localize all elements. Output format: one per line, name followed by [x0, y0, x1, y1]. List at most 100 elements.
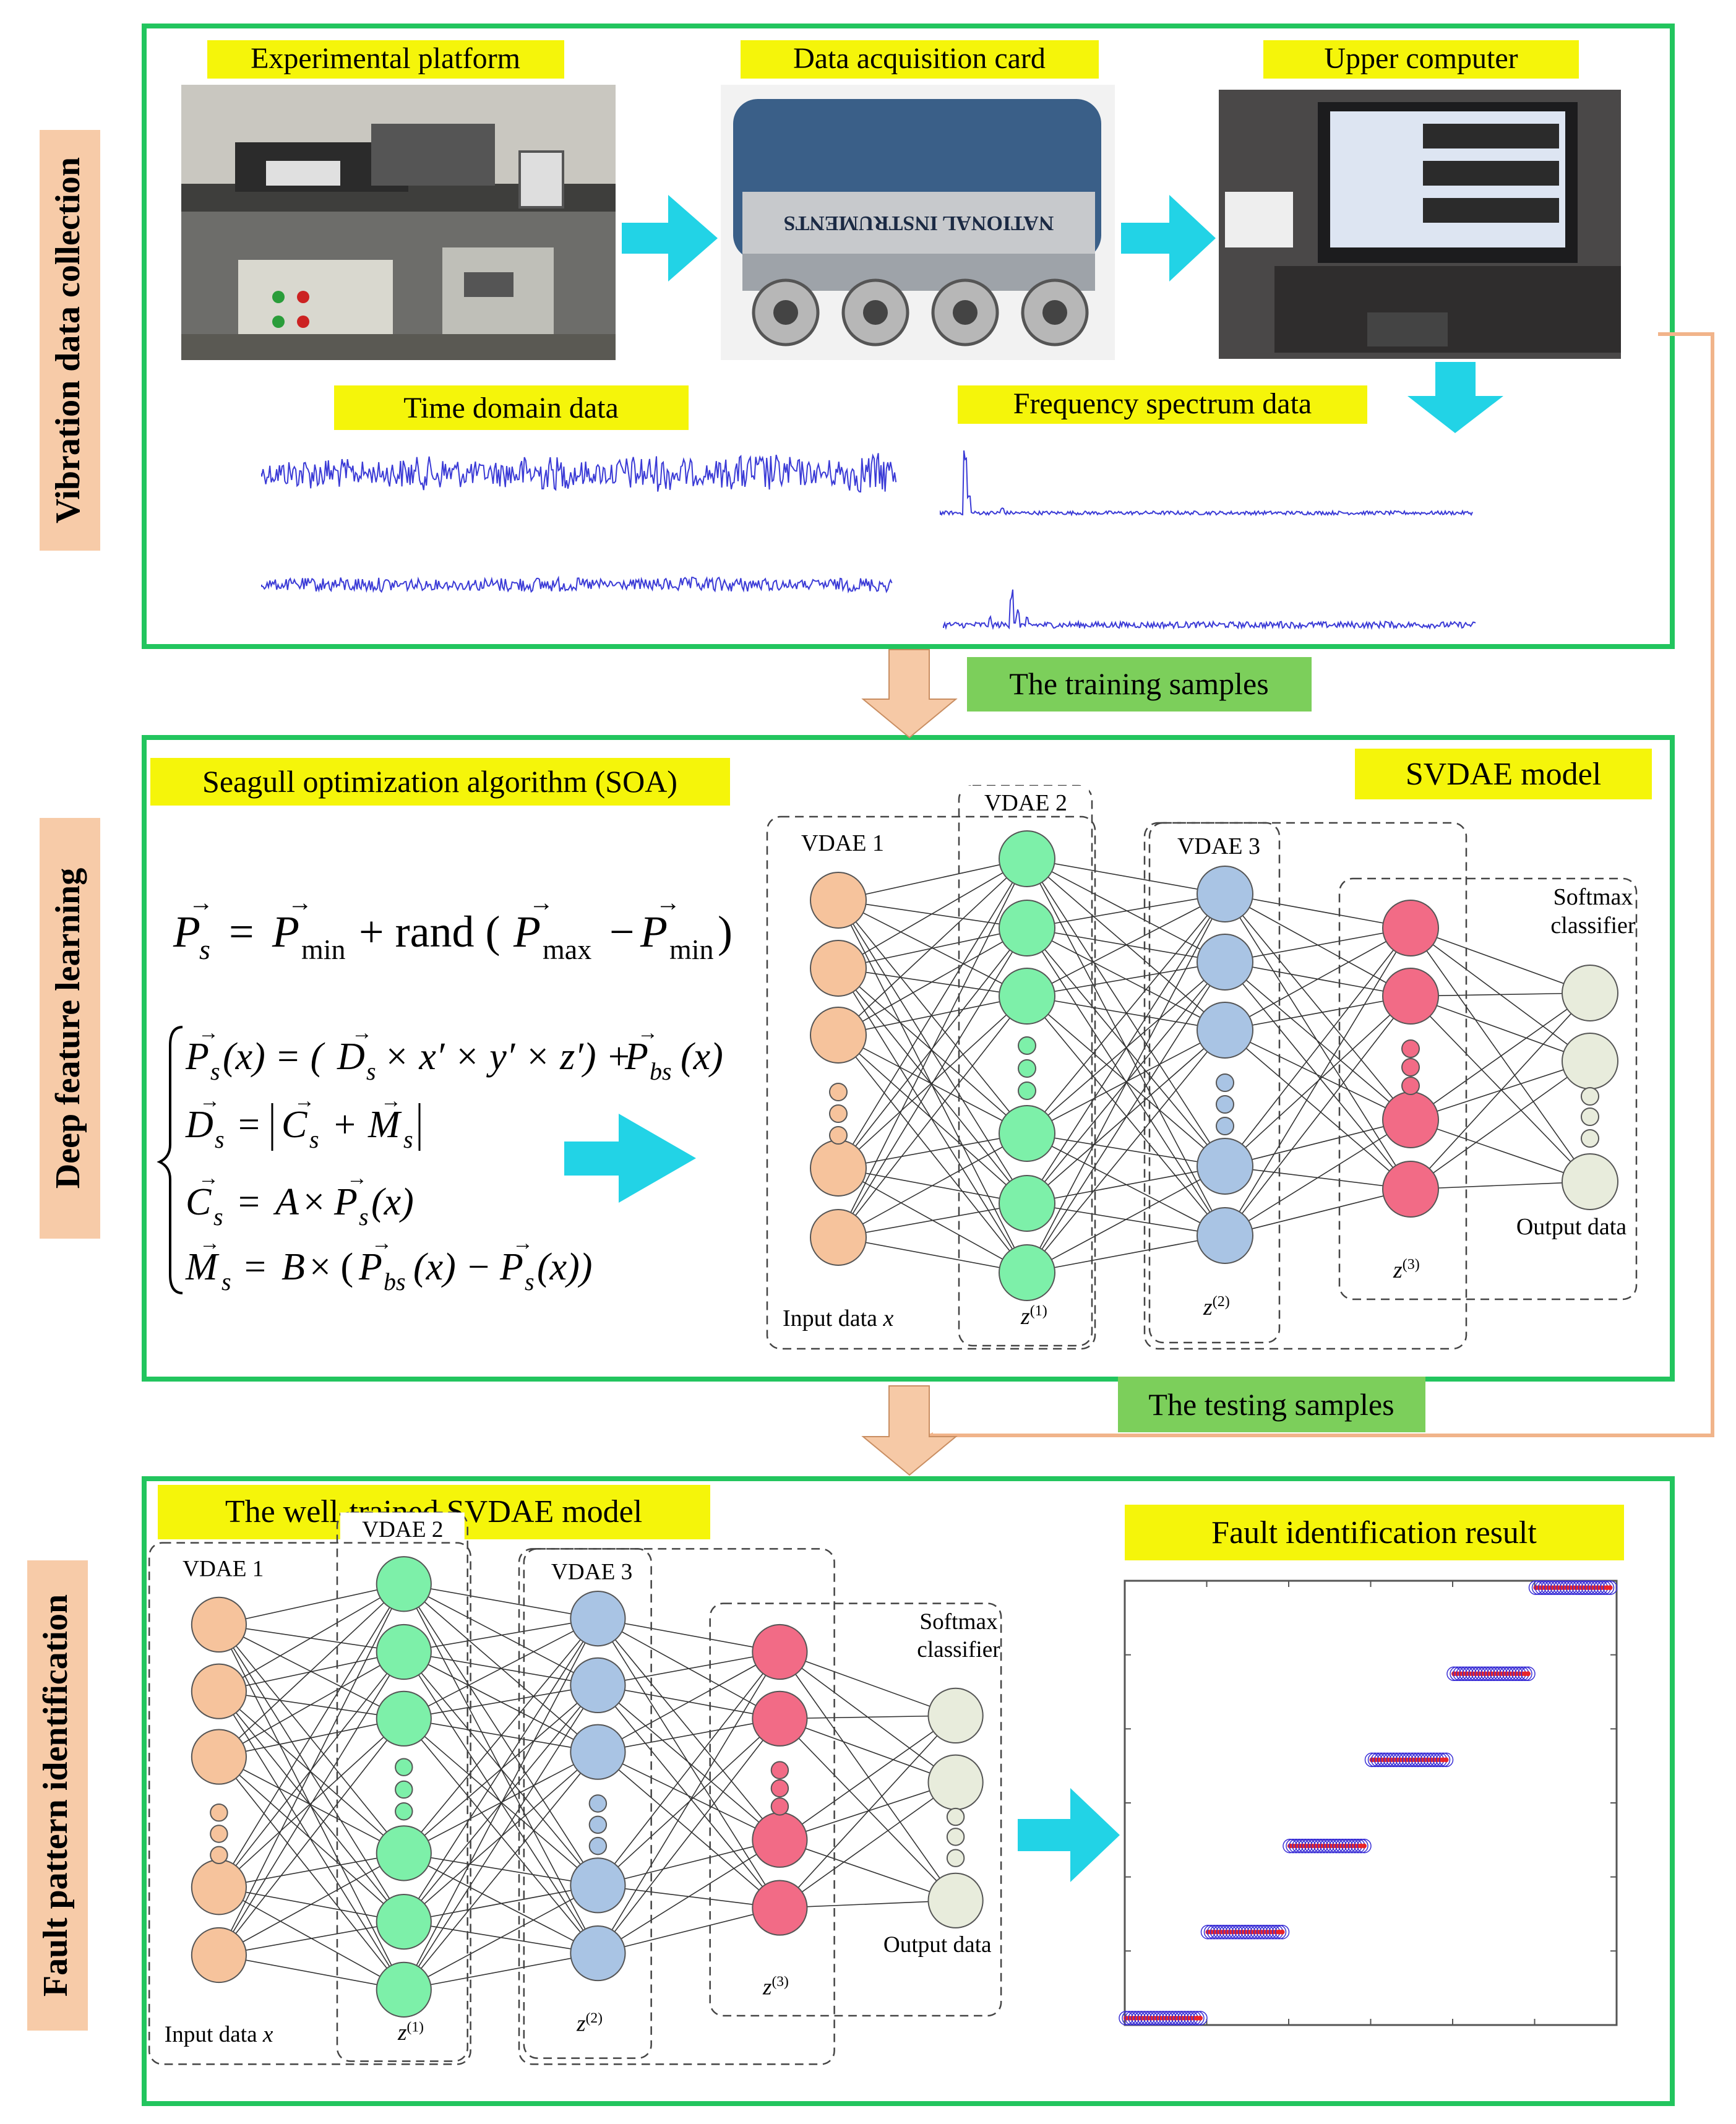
vdae-1-box: [766, 815, 1096, 1350]
network-connection: [403, 1953, 598, 1990]
vdae-3-label: VDAE 3: [551, 1559, 632, 1584]
vdae-2-label-bg: [962, 786, 1089, 815]
arrow-computer-down: [1407, 362, 1503, 433]
input-node-ellipsis: [210, 1846, 228, 1865]
svg-text:P: P: [272, 907, 299, 957]
hidden-layer-2-node: [570, 1857, 626, 1914]
hidden-layer-1-node: [376, 1961, 432, 2018]
testing-samples-bypass-line: [927, 332, 1714, 1438]
network-connection: [1026, 893, 1226, 997]
network-connection: [597, 1685, 780, 1841]
network-connection: [1224, 1030, 1411, 1120]
network-connection: [779, 1715, 956, 1909]
network-connection: [1224, 893, 1411, 929]
vdae-1-label: VDAE 1: [801, 830, 884, 856]
input-node-ellipsis: [829, 1104, 848, 1123]
svg-text:B: B: [281, 1246, 305, 1288]
result-point-marker: [1443, 1757, 1449, 1763]
hidden-layer-1-node-ellipsis: [1018, 1059, 1036, 1078]
hidden-layer-1-node-ellipsis: [395, 1758, 413, 1776]
network-connection: [218, 1691, 405, 1990]
result-ring-marker: [1518, 1666, 1532, 1682]
svg-text:Data acquisition card: Data acquisition card: [793, 42, 1046, 75]
result-ring-marker: [1354, 1838, 1369, 1854]
output-node: [1562, 965, 1618, 1021]
network-connection: [218, 1718, 405, 1956]
hidden-layer-2-node: [570, 1657, 626, 1713]
softmax-box: [709, 1602, 1002, 2017]
result-ring-marker: [1271, 1924, 1287, 1940]
svg-text:C: C: [281, 1104, 307, 1146]
svg-text:SVDAE model: SVDAE model: [1406, 757, 1601, 792]
classifier-label: classifier: [917, 1637, 1000, 1662]
label-time-domain: Time domain data: [334, 385, 689, 430]
svg-text:→: →: [199, 1232, 220, 1255]
network-connection: [779, 1651, 956, 1901]
svg-text:→: →: [346, 1167, 367, 1190]
svg-text:s: s: [359, 1203, 369, 1231]
svg-text:=: =: [229, 907, 254, 957]
hidden-layer-2-node: [1197, 1207, 1253, 1264]
arrow-model-to-result: [1018, 1788, 1120, 1882]
network-connection: [838, 968, 1028, 1134]
network-connection: [403, 1718, 598, 1886]
output-node: [1562, 1033, 1618, 1090]
svg-text:=: =: [238, 1104, 260, 1146]
svg-text:→: →: [198, 1167, 219, 1190]
svg-text:P: P: [185, 1036, 209, 1078]
svg-text:The testing samples: The testing samples: [1148, 1387, 1394, 1422]
svg-text:bs: bs: [384, 1268, 406, 1296]
svg-text:s: s: [221, 1268, 231, 1296]
hidden-layer-2-node-ellipsis: [1216, 1095, 1234, 1114]
network-connection: [838, 1237, 1028, 1273]
network-connection: [403, 1685, 598, 1719]
network-connection: [838, 968, 1028, 1204]
svg-text:→: →: [294, 1090, 315, 1112]
network-connection: [597, 1651, 781, 1886]
arrow-training-down: [861, 649, 958, 739]
input-data-label: Input data x: [783, 1305, 894, 1331]
network-connection: [1410, 995, 1591, 1182]
network-connection: [403, 1583, 599, 1886]
network-connection: [218, 1718, 404, 1758]
vdae-2-box: [958, 785, 1093, 1347]
network-connection: [218, 1756, 405, 1990]
network-connection: [1026, 893, 1226, 1273]
output-data-label: Output data: [883, 1932, 992, 1958]
input-node-ellipsis: [829, 1083, 848, 1101]
time-signal-2: [261, 575, 893, 594]
network-connection: [403, 1685, 599, 1990]
arrow-platform-to-card: [622, 195, 718, 282]
vdae-2-box: [336, 1511, 468, 2062]
svg-text:min: min: [669, 934, 714, 965]
network-connection: [1026, 995, 1226, 1167]
network-connection: [403, 1752, 599, 1990]
network-connection: [1026, 1166, 1226, 1204]
network-connection: [1026, 858, 1226, 895]
network-connection: [838, 858, 1028, 1238]
network-connection: [218, 1651, 404, 1692]
result-point-marker: [1279, 1929, 1285, 1935]
svg-text:P: P: [173, 907, 200, 957]
network-connection: [1224, 893, 1411, 1120]
network-connection: [218, 1756, 405, 1854]
network-connection: [1026, 1030, 1226, 1273]
network-connection: [1410, 995, 1591, 1062]
network-connection: [1026, 1235, 1226, 1273]
network-connection: [1026, 961, 1226, 1134]
svg-text:=: =: [244, 1246, 266, 1288]
result-point-marker: [1607, 1585, 1613, 1591]
network-connection: [1410, 1181, 1591, 1190]
svg-text:→: →: [199, 1090, 220, 1112]
network-connection: [1224, 1119, 1411, 1167]
network-connection: [1026, 1030, 1226, 1134]
hidden-layer-1-node: [376, 1825, 432, 1881]
network-connection: [780, 1900, 956, 1909]
svg-text:Time domain data: Time domain data: [403, 392, 619, 424]
output-node: [927, 1754, 984, 1810]
hidden-layer-3-node: [1382, 1091, 1439, 1148]
network-connection: [838, 995, 1028, 1036]
daq-card-photo: NATIONAL INSTRUMENTS: [721, 85, 1115, 360]
network-connection: [838, 968, 1028, 1273]
